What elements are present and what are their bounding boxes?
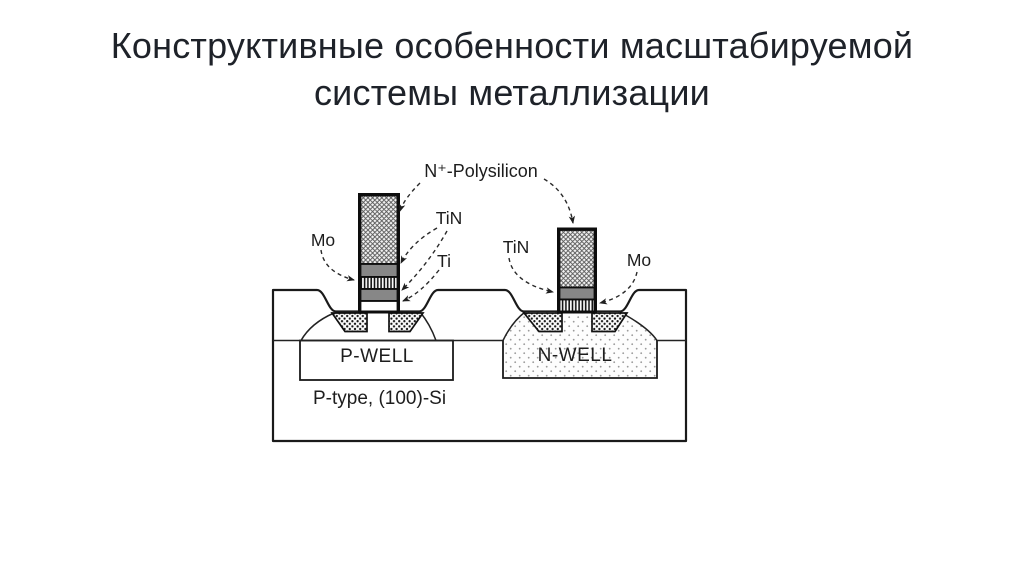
left-gate-stack-border [358,193,400,314]
diagram-labels: N⁺-Polysilicon TiN Ti Mo TiN Mo P-WELL N… [311,161,651,409]
polysilicon-layer [558,229,596,289]
polysilicon-right-arrow [543,178,576,224]
mo-layer [359,276,399,290]
source-drain-region [591,312,629,333]
birds-beak-curves [300,311,658,341]
p-well-label: P-WELL [340,346,414,367]
mo-right-arrow [599,271,638,305]
mo-left-arrow [320,249,355,282]
mo-left-label: Mo [311,230,335,250]
polysilicon-left-arrow [399,182,421,212]
tin-layer-lower [359,288,399,302]
polysilicon-label: N⁺-Polysilicon [424,161,538,181]
ti-label: Ti [437,251,451,271]
source-drain-region [388,312,425,333]
tin-layer-upper [359,263,399,278]
polysilicon-layer [359,194,399,265]
tin-layer [558,286,596,301]
mo-right-label: Mo [627,250,651,270]
source-drain-regions [330,312,629,333]
substrate-label: P-type, (100)-Si [313,388,446,409]
tin-right-arrow [508,257,554,294]
source-drain-region [522,312,563,333]
tin-left-upper-arrow [400,227,438,264]
n-well-label: N-WELL [538,345,613,366]
tin-right-label: TiN [503,237,530,257]
ti-layer [359,300,399,313]
right-gate-stack-border [557,227,597,314]
leader-arrows [320,178,638,305]
ti-arrow [402,269,440,302]
n-well-border [502,340,658,379]
title-line-1: Конструктивные особенности масштабируемо… [110,25,914,66]
right-gate-stack [557,227,597,314]
left-gate-stack [358,193,400,314]
tin-left-label: TiN [436,208,463,228]
source-drain-region [330,312,368,333]
field-oxide-bottom-lines [273,311,686,342]
slide-title: Конструктивные особенности масштабируемо… [0,22,1024,116]
mo-layer [558,298,596,313]
title-line-2: системы металлизации [313,72,710,113]
